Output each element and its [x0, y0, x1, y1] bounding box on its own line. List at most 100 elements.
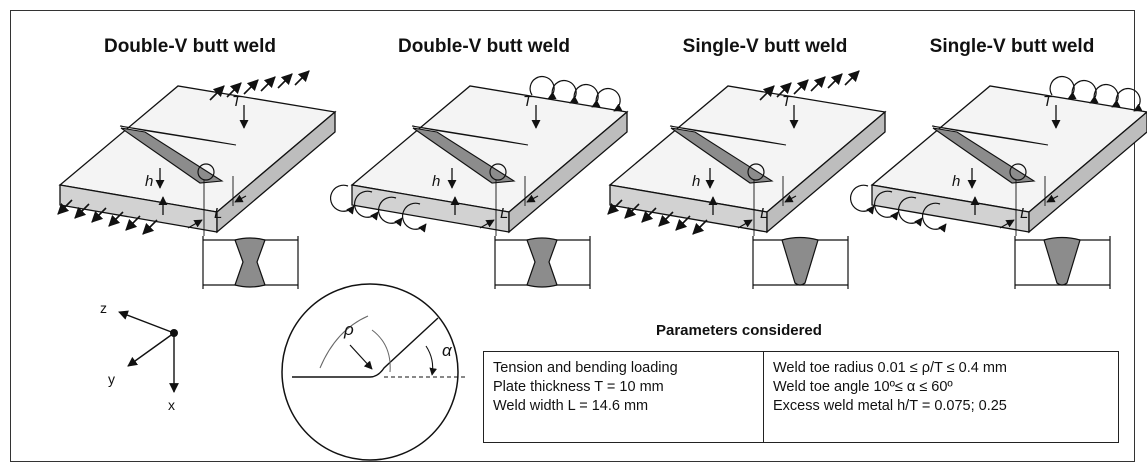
bending-moment-arrow	[1071, 79, 1099, 104]
width-arrow	[187, 219, 203, 229]
bending-moment-arrow	[529, 75, 557, 100]
weld-bead-top	[931, 125, 1049, 146]
width-label-4: L	[1020, 205, 1028, 222]
plate-panel-3	[607, 70, 887, 289]
parameters-right-column: Weld toe radius 0.01 ≤ ρ/T ≤ 0.4 mm Weld…	[764, 352, 1118, 442]
thickness-label-1: T	[232, 93, 243, 110]
height-label-4: h	[952, 173, 960, 190]
weld-toe-detail	[281, 283, 466, 461]
width-arrow	[479, 219, 495, 229]
z-axis-label: z	[100, 300, 107, 316]
width-arrow	[737, 219, 753, 229]
panel-title-2: Double-V butt weld	[398, 36, 570, 57]
parameters-table: Tension and bending loading Plate thickn…	[483, 351, 1119, 443]
tension-arrow	[260, 76, 276, 92]
weld-cross-section	[526, 237, 558, 288]
bending-moment-arrow	[378, 196, 403, 227]
toe-marker	[197, 163, 215, 181]
plate-side-face	[766, 110, 886, 234]
tension-arrow	[692, 219, 708, 235]
weld-bead	[932, 127, 1036, 184]
tension-arrow	[57, 199, 73, 215]
tension-arrow	[658, 211, 674, 227]
bending-moment-arrow	[551, 79, 579, 104]
bending-moment-arrow	[922, 202, 947, 233]
plate-side-face	[508, 110, 628, 234]
panel-title-4: Single-V butt weld	[930, 36, 1095, 57]
weld-bead	[412, 127, 516, 184]
tension-arrow	[243, 79, 259, 95]
plate-panel-4	[850, 75, 1147, 289]
parameter-loading: Tension and bending loading	[493, 360, 678, 376]
radius-symbol: ρ	[343, 320, 354, 339]
toe-marker	[489, 163, 507, 181]
thickness-label-3: T	[782, 93, 793, 110]
parameter-toe-angle: Weld toe angle 10º≤ α ≤ 60º	[773, 379, 953, 395]
plate-side-face	[216, 110, 336, 234]
tension-arrow	[277, 73, 293, 89]
tension-arrow	[91, 207, 107, 223]
plate-side-face	[1028, 111, 1147, 234]
width-arrow	[999, 219, 1015, 229]
width-label-1: L	[214, 205, 222, 222]
bending-moment-arrow	[573, 83, 601, 108]
height-label-2: h	[432, 173, 440, 190]
tension-arrow	[827, 73, 843, 89]
bending-moment-arrow	[402, 202, 427, 233]
tension-arrow	[226, 82, 242, 98]
weld-bead-top	[411, 125, 529, 146]
figure-frame	[10, 10, 1135, 462]
tension-arrow	[624, 203, 640, 219]
toe-marker	[1009, 163, 1027, 181]
tension-arrow	[125, 215, 141, 231]
bending-moment-arrow	[874, 190, 899, 221]
bending-moment-arrow	[898, 196, 923, 227]
parameter-weld-width: Weld width L = 14.6 mm	[493, 398, 649, 414]
plate-panel-1	[57, 70, 337, 289]
height-label-3: h	[692, 173, 700, 190]
bending-moment-arrow	[595, 87, 623, 112]
width-label-3: L	[760, 205, 768, 222]
tension-arrow	[209, 85, 225, 101]
coordinate-axes	[118, 310, 179, 393]
parameter-excess-weld: Excess weld metal h/T = 0.075; 0.25	[773, 398, 1007, 414]
height-label-1: h	[145, 173, 153, 190]
tension-arrow	[844, 70, 860, 86]
bending-moment-arrow	[354, 190, 379, 221]
tension-arrow	[142, 219, 158, 235]
bending-moment-arrow	[850, 184, 875, 215]
parameters-title: Parameters considered	[656, 322, 822, 339]
weld-cross-section	[234, 237, 266, 288]
toe-marker	[747, 163, 765, 181]
tension-arrow	[641, 207, 657, 223]
panel-title-3: Single-V butt weld	[683, 36, 848, 57]
weld-cross-section	[781, 236, 819, 286]
weld-bead	[670, 127, 774, 184]
tension-arrow	[675, 215, 691, 231]
width-label-2: L	[500, 205, 508, 222]
tension-arrow	[810, 76, 826, 92]
weld-bead-top	[119, 125, 237, 146]
bending-moment-arrow	[1049, 75, 1077, 100]
tension-arrow	[108, 211, 124, 227]
angle-symbol: α	[442, 341, 453, 360]
y-axis-label: y	[108, 371, 115, 387]
parameter-plate-thickness: Plate thickness T = 10 mm	[493, 379, 664, 395]
weld-bead	[120, 127, 224, 184]
x-axis-label: x	[168, 397, 175, 413]
weld-bead-top	[669, 125, 787, 146]
panel-title-1: Double-V butt weld	[104, 36, 276, 57]
thickness-label-2: T	[523, 93, 534, 110]
tension-arrow	[793, 79, 809, 95]
plate-panel-2	[330, 75, 629, 289]
tension-arrow	[759, 85, 775, 101]
thickness-label-4: T	[1043, 93, 1054, 110]
bending-moment-arrow	[330, 184, 355, 215]
tension-arrow	[776, 82, 792, 98]
tension-arrow	[294, 70, 310, 86]
parameters-left-column: Tension and bending loading Plate thickn…	[484, 352, 764, 442]
weld-cross-section	[1043, 236, 1081, 286]
tension-arrow	[74, 203, 90, 219]
bending-moment-arrow	[1093, 83, 1121, 108]
